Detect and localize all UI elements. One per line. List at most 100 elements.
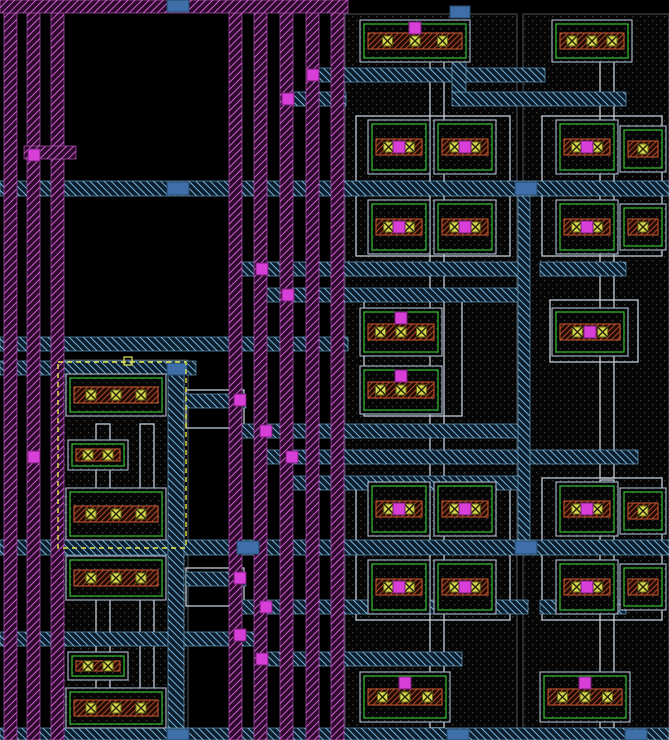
diffusion-ring [371, 485, 427, 533]
contact-cross-icon [110, 702, 122, 714]
transistor-cell[interactable] [359, 19, 471, 63]
transistor-cell[interactable] [367, 481, 431, 537]
metal1-connector[interactable] [265, 287, 529, 303]
contact-cross-icon [591, 581, 603, 593]
transistor-cell[interactable] [367, 119, 431, 175]
metal1-pad[interactable] [166, 362, 188, 376]
metal1-connector[interactable] [451, 91, 627, 107]
transistor-cell[interactable] [555, 119, 619, 175]
via[interactable] [281, 288, 295, 302]
via[interactable] [233, 571, 247, 585]
contact-cross-icon [597, 326, 609, 338]
transistor-cell[interactable] [65, 687, 167, 729]
transistor-cell[interactable] [619, 203, 667, 251]
contact-cross-icon [383, 503, 395, 515]
transistor-cell[interactable] [555, 481, 619, 537]
via[interactable] [306, 68, 320, 82]
transistor-cell[interactable] [433, 119, 497, 175]
transistor-cell[interactable] [433, 199, 497, 255]
metal1-pad[interactable] [166, 0, 190, 13]
selection-marquee[interactable] [57, 361, 187, 549]
contact-cross-icon [375, 384, 386, 396]
transistor-cell[interactable] [359, 671, 451, 723]
transistor-cell[interactable] [359, 307, 443, 357]
transistor-cell[interactable] [619, 563, 667, 611]
metal2-rail[interactable] [305, 0, 320, 740]
via [458, 220, 472, 234]
transistor-cell[interactable] [65, 487, 167, 541]
metal2-rail[interactable] [330, 0, 345, 740]
contact-cross-icon [403, 581, 415, 593]
via[interactable] [27, 450, 41, 464]
via[interactable] [259, 424, 273, 438]
via [394, 369, 408, 383]
metal2-rail[interactable] [253, 0, 268, 740]
via[interactable] [285, 450, 299, 464]
metal1-connector[interactable] [314, 67, 546, 83]
metal1-connector[interactable] [539, 261, 627, 277]
metal1-pad[interactable] [514, 181, 538, 196]
metal1-pad[interactable] [624, 728, 648, 740]
contact-cross-icon [135, 572, 147, 584]
metal1-connector[interactable] [517, 195, 531, 541]
via[interactable] [27, 148, 41, 162]
transistor-cell[interactable] [67, 651, 129, 681]
diffusion-ring [437, 123, 493, 171]
transistor-cell[interactable] [555, 199, 619, 255]
via[interactable] [259, 600, 273, 614]
via[interactable] [233, 393, 247, 407]
via[interactable] [255, 652, 269, 666]
diffusion-ring [623, 129, 663, 169]
transistor-cell[interactable] [65, 373, 167, 417]
metal1-pad[interactable] [449, 5, 471, 19]
contact-cross-icon [395, 384, 407, 396]
metal2-rail[interactable] [3, 0, 18, 740]
transistor-cell[interactable] [551, 307, 629, 357]
metal1-pad[interactable] [446, 728, 470, 740]
selection-handle[interactable] [123, 356, 133, 366]
via[interactable] [233, 628, 247, 642]
contact-cross-icon [102, 449, 114, 461]
routing-outline[interactable] [549, 299, 639, 363]
metal1-connector[interactable] [167, 373, 185, 729]
transistor-cell[interactable] [555, 559, 619, 615]
metal1-pad[interactable] [514, 540, 538, 555]
transistor-cell[interactable] [433, 559, 497, 615]
metal2-rail[interactable] [279, 0, 294, 740]
metal1-pad[interactable] [236, 540, 260, 555]
metal1-pad[interactable] [166, 181, 190, 196]
routing-outline[interactable] [185, 567, 245, 607]
contact-cross-icon [571, 141, 583, 153]
contact-cross-icon [85, 572, 97, 584]
transistor-cell[interactable] [367, 199, 431, 255]
metal1-connector[interactable] [265, 651, 463, 667]
transistor-cell[interactable] [619, 125, 667, 173]
transistor-cell[interactable] [619, 487, 667, 535]
diffusion-ring [363, 675, 447, 719]
diffusion-ring [437, 485, 493, 533]
transistor-cell[interactable] [433, 481, 497, 537]
metal2-rail[interactable] [50, 0, 65, 740]
diffusion-ring [559, 123, 615, 171]
contact-cross-icon [449, 581, 461, 593]
diffusion-ring [623, 567, 663, 607]
contact-cross-icon [591, 221, 603, 233]
metal1-connector[interactable] [265, 449, 639, 465]
metal1-pad[interactable] [166, 728, 190, 740]
metal2-rail[interactable] [228, 0, 243, 740]
diffusion-ring [371, 563, 427, 611]
contact-cross-icon [416, 384, 427, 396]
via[interactable] [255, 262, 269, 276]
contact-cross-icon [637, 221, 649, 233]
via[interactable] [281, 92, 295, 106]
transistor-cell[interactable] [67, 439, 129, 471]
transistor-cell[interactable] [551, 19, 633, 63]
transistor-cell[interactable] [65, 555, 167, 601]
transistor-cell[interactable] [359, 365, 443, 415]
metal2-rail[interactable] [26, 0, 41, 740]
transistor-cell[interactable] [367, 559, 431, 615]
via [458, 580, 472, 594]
transistor-cell[interactable] [539, 671, 631, 723]
diffusion-ring [437, 563, 493, 611]
